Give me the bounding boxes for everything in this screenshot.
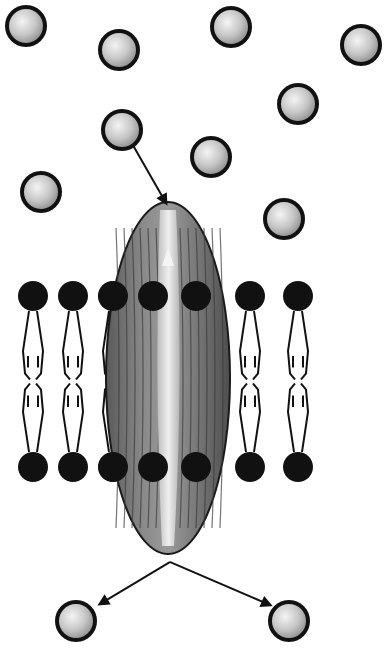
- phospholipid-tails: [288, 311, 308, 452]
- fatty-acid-tail: [288, 311, 295, 380]
- exit-arrow-right: [170, 562, 270, 605]
- solute-molecule: [265, 200, 303, 238]
- fatty-acid-tail: [240, 384, 247, 453]
- phospholipid-head: [138, 281, 168, 311]
- fatty-acid-tail: [288, 384, 295, 453]
- phospholipid-head: [98, 452, 128, 482]
- phospholipid-head: [138, 452, 168, 482]
- fatty-acid-tail: [253, 311, 260, 380]
- channel-protein: [106, 202, 230, 554]
- solute-molecule: [100, 31, 138, 69]
- solute-molecule: [7, 7, 45, 45]
- solute-molecule: [212, 8, 250, 46]
- exit-arrow-left: [100, 562, 170, 604]
- solute-molecule: [57, 602, 95, 640]
- fatty-acid-tail: [240, 311, 247, 380]
- molecule-body: [7, 7, 45, 45]
- fatty-acid-tail: [301, 384, 308, 453]
- phospholipid-tails: [240, 311, 260, 452]
- entry-arrow: [134, 147, 166, 203]
- phospholipid-head: [181, 452, 211, 482]
- solute-molecule: [279, 85, 317, 123]
- fatty-acid-tail: [76, 384, 83, 453]
- solute-molecule: [192, 138, 230, 176]
- phospholipid-head: [18, 452, 48, 482]
- phospholipid: [235, 281, 265, 482]
- molecule-body: [212, 8, 250, 46]
- phospholipid-tails: [63, 311, 83, 452]
- outside-molecules: [7, 7, 380, 238]
- inside-molecules: [57, 602, 308, 640]
- molecule-body: [270, 602, 308, 640]
- solute-molecule: [342, 26, 380, 64]
- fatty-acid-tail: [36, 311, 43, 380]
- phospholipid-head: [235, 452, 265, 482]
- solute-molecule: [270, 602, 308, 640]
- phospholipid-head: [98, 281, 128, 311]
- fatty-acid-tail: [301, 311, 308, 380]
- fatty-acid-tail: [63, 311, 70, 380]
- solute-molecule: [103, 111, 141, 149]
- fatty-acid-tail: [76, 311, 83, 380]
- phospholipid: [18, 281, 48, 482]
- fatty-acid-tail: [63, 384, 70, 453]
- phospholipid-head: [235, 281, 265, 311]
- molecule-body: [342, 26, 380, 64]
- phospholipid-head: [58, 452, 88, 482]
- molecule-body: [22, 173, 60, 211]
- molecule-body: [265, 200, 303, 238]
- fatty-acid-tail: [23, 384, 30, 453]
- fatty-acid-tail: [253, 384, 260, 453]
- phospholipid-head: [18, 281, 48, 311]
- fatty-acid-tail: [36, 384, 43, 453]
- phospholipid-head: [283, 452, 313, 482]
- phospholipid: [283, 281, 313, 482]
- molecule-body: [279, 85, 317, 123]
- molecule-body: [192, 138, 230, 176]
- phospholipid-head: [181, 281, 211, 311]
- molecule-body: [103, 111, 141, 149]
- fatty-acid-tail: [23, 311, 30, 380]
- phospholipid-head: [283, 281, 313, 311]
- phospholipid: [58, 281, 88, 482]
- molecule-body: [100, 31, 138, 69]
- molecule-body: [57, 602, 95, 640]
- solute-molecule: [22, 173, 60, 211]
- phospholipid-head: [58, 281, 88, 311]
- phospholipid-tails: [23, 311, 43, 452]
